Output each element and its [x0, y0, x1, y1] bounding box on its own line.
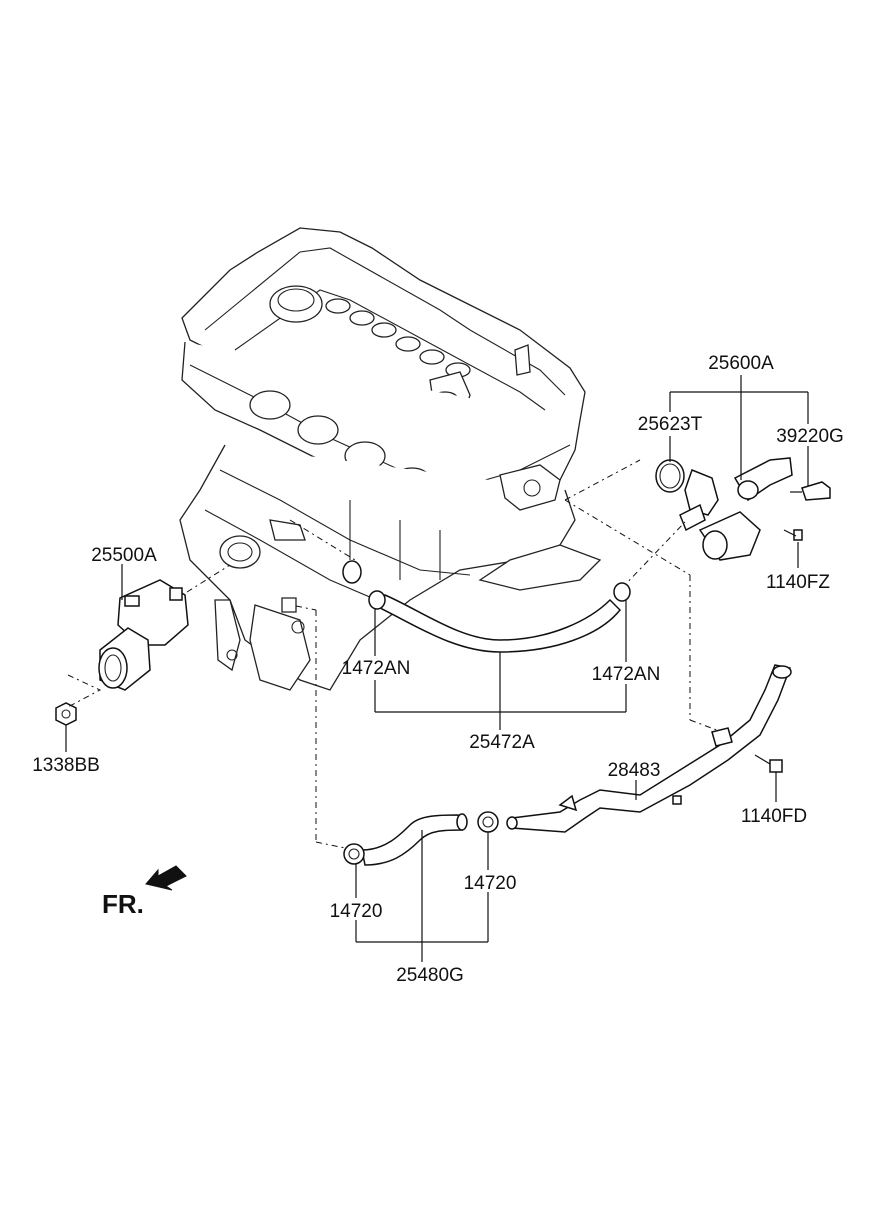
leader-1472AN-right-dash	[621, 521, 686, 589]
front-arrow-icon	[145, 865, 187, 891]
label-14720-left: 14720	[330, 901, 383, 922]
clamp-14720-right	[477, 811, 499, 833]
hose-25472A	[379, 594, 622, 653]
leader-28483-dash-diag	[689, 719, 723, 733]
label-39220G: 39220G	[776, 426, 844, 447]
temp-sensor-39220G	[790, 481, 831, 501]
leader-25480G-dash-top	[295, 605, 317, 611]
engine-block-illustration	[179, 227, 602, 691]
leader-25600A-dash-top	[564, 459, 641, 501]
clamp-14720-left	[343, 843, 365, 865]
leader-lines	[65, 375, 809, 962]
thermostat-housing-25500A	[98, 579, 189, 691]
label-1338BB: 1338BB	[32, 755, 100, 776]
nut-1338BB	[55, 702, 77, 726]
label-25623T: 25623T	[638, 414, 703, 435]
label-1472AN-right: 1472AN	[592, 664, 661, 685]
water-outlet-assembly-25600A	[655, 457, 793, 561]
label-1140FD: 1140FD	[741, 806, 807, 827]
front-direction-indicator: FR.	[102, 865, 187, 919]
label-25500A: 25500A	[91, 545, 157, 566]
hose-25480G	[361, 813, 468, 866]
label-28483: 28483	[608, 760, 661, 781]
label-25472A: 25472A	[469, 732, 535, 753]
label-25480G: 25480G	[396, 965, 464, 986]
bolt-1140FD	[754, 754, 783, 773]
leader-1338BB-dash	[65, 674, 102, 709]
label-1140FZ: 1140FZ	[766, 572, 830, 593]
bolt-1140FZ	[783, 529, 803, 541]
clamp-1472AN-right	[613, 582, 631, 602]
leader-25480G-dash-h	[315, 841, 346, 849]
leader-25500A-dash	[186, 564, 231, 593]
label-25600A: 25600A	[708, 353, 774, 374]
pipe-28483	[506, 664, 792, 833]
label-1472AN-left: 1472AN	[342, 658, 411, 679]
clamp-1472AN-left	[342, 560, 386, 610]
fr-label: FR.	[102, 889, 144, 919]
label-14720-right: 14720	[464, 873, 517, 894]
